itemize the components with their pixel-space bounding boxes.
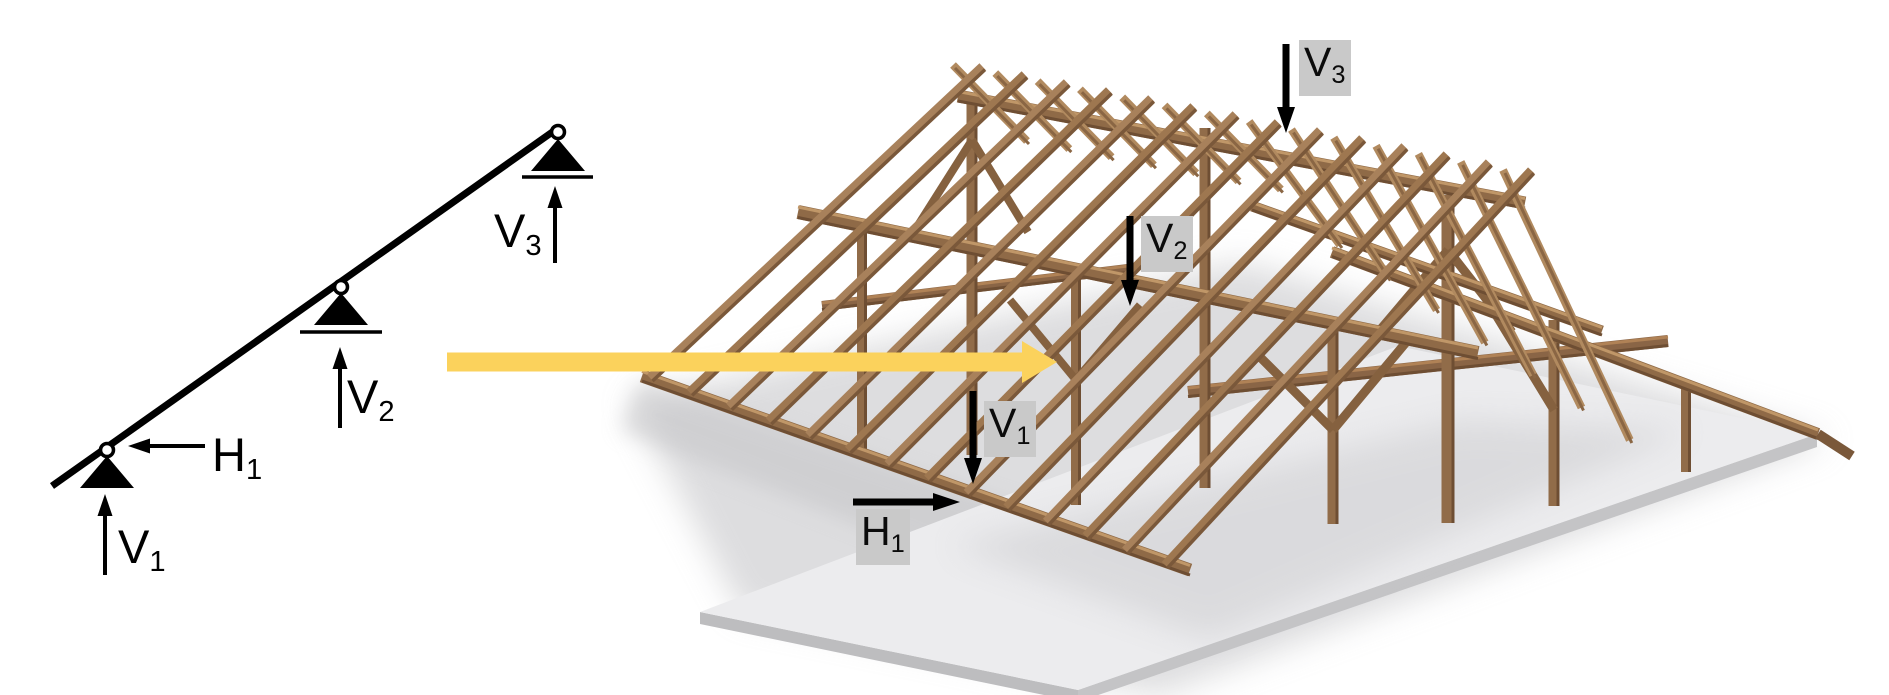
rafter-left: [805, 95, 1155, 439]
rafter-right-shade: [1376, 148, 1489, 347]
right-eave-purlin-tail: [1815, 429, 1855, 461]
force-v2-arrow: [1121, 216, 1139, 306]
support-1-triangle: [80, 456, 134, 488]
rafter-left-shade: [1047, 148, 1409, 527]
rafter-right-shade: [1419, 156, 1537, 379]
rafter-left-shade: [1166, 172, 1536, 570]
reaction-v2-arrow: [332, 347, 348, 428]
strut: [968, 137, 1032, 235]
right-middle-purlin: [1250, 200, 1604, 337]
rafter-left: [1042, 143, 1408, 525]
label-v2: V2: [347, 370, 395, 429]
force-v3-arrow: [1277, 44, 1295, 133]
rafter-left-shade: [651, 68, 987, 383]
rafter-left: [844, 103, 1197, 454]
roof-3d-render: [620, 62, 1855, 695]
strut: [1006, 297, 1080, 383]
right-eave-purlin-shade: [1331, 255, 1819, 440]
rafter-left-shade: [1086, 156, 1451, 541]
rafter-left: [646, 63, 986, 382]
strut: [1329, 337, 1412, 433]
rafter-left-shade: [888, 116, 1240, 469]
render-label-v1: V1: [984, 401, 1036, 457]
force-h1-arrow: [853, 493, 960, 511]
rafter-left: [1003, 135, 1366, 511]
rafter-right-shade: [1503, 172, 1634, 444]
slab-cast-shadow: [950, 420, 1690, 640]
rafter-left: [1122, 159, 1493, 554]
right-eave-purlin: [1329, 246, 1821, 440]
rafter-left-shade: [1126, 164, 1493, 555]
left-eave-purlin-shade: [641, 379, 1191, 577]
support-1-pin: [98, 441, 116, 459]
support-2-triangle: [314, 293, 368, 325]
static-scheme-diagram: [49, 123, 593, 575]
rafter-left-shade: [690, 76, 1029, 397]
rafter-left: [884, 111, 1239, 468]
reaction-v3-arrow: [547, 186, 563, 263]
label-v3: V3: [494, 204, 542, 263]
force-v1-arrow: [964, 391, 982, 484]
render-force-arrows: [853, 44, 1295, 511]
render-label-h1: H1: [856, 509, 910, 565]
left-middle-purlin-shade: [797, 216, 1479, 360]
reaction-v1-arrow: [97, 494, 113, 575]
reaction-h1-arrow: [128, 438, 205, 454]
label-v1: V1: [118, 520, 166, 579]
right-middle-purlin-shade: [1251, 208, 1603, 337]
right-middle-purlin-highlight: [1251, 201, 1603, 329]
concrete-slab: [700, 346, 1817, 695]
support-3-pin: [549, 123, 567, 141]
mapping-arrow-shape: [447, 341, 1057, 383]
rafter-left-shade: [809, 100, 1156, 440]
strut: [1251, 348, 1337, 434]
right-eave-purlin-highlight: [1331, 246, 1819, 432]
rafter-left: [1082, 151, 1451, 540]
mapping-arrow: [447, 341, 1057, 383]
rafter-right-shade: [1461, 164, 1585, 412]
render-label-v2: V2: [1141, 216, 1193, 272]
rafter-left: [686, 71, 1028, 396]
support-2-pin: [332, 278, 350, 296]
support-3-triangle: [531, 139, 585, 171]
rafter-left: [1161, 167, 1535, 569]
rafter-left-shade: [1007, 140, 1367, 512]
rafter-left-shade: [849, 108, 1198, 455]
render-label-v3: V3: [1299, 40, 1351, 96]
label-h1: H1: [212, 428, 263, 487]
inclined-beam-line: [49, 125, 561, 489]
slab-side-face: [1078, 434, 1817, 695]
slab-front-face: [700, 612, 1078, 695]
